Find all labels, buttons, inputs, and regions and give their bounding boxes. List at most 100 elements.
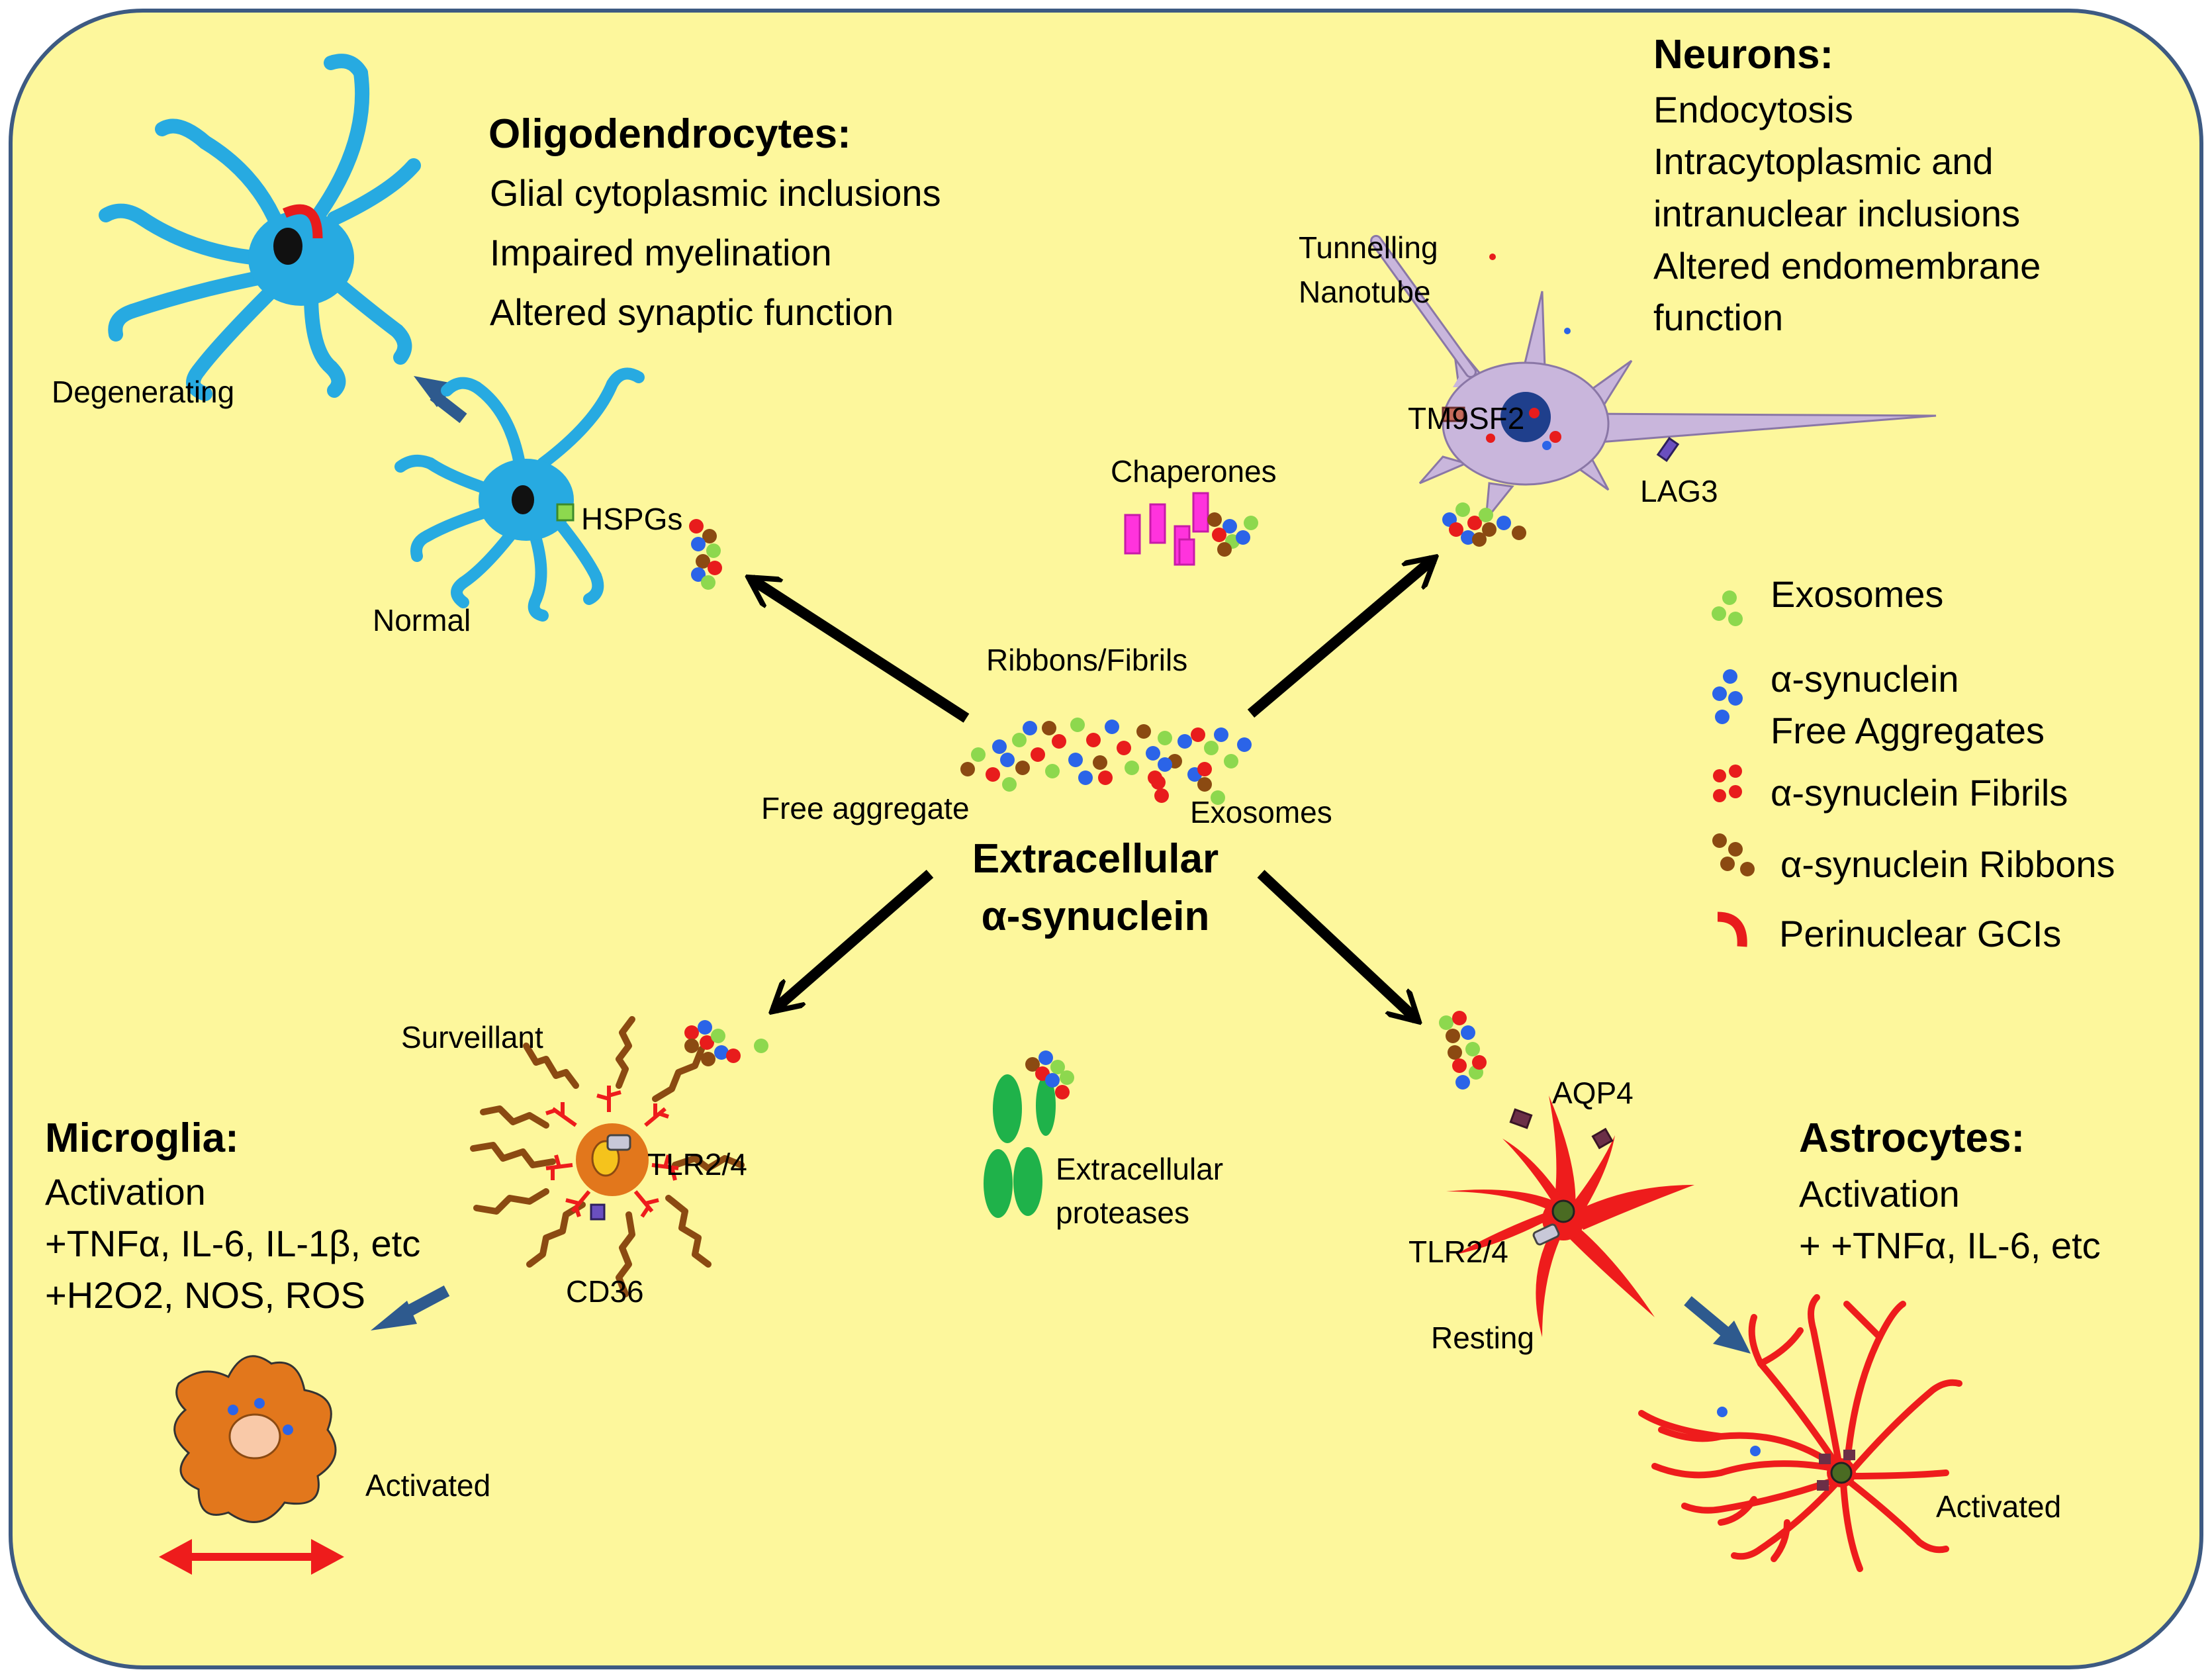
neuron-effect-1: Endocytosis: [1653, 89, 1853, 130]
free-aggregate-dot-icon: [1068, 753, 1083, 767]
hspg-receptor-icon: [556, 503, 575, 522]
free-aggregate-dot-icon: [691, 537, 706, 551]
free-aggregate-dot-icon: [698, 1020, 712, 1035]
oligodendrocyte-effect-2: Impaired myelination: [490, 232, 832, 273]
fibril-dot-icon: [1117, 741, 1131, 755]
free-aggregate-dot-icon: [1461, 530, 1475, 545]
activated-astrocyte: [1638, 1294, 1962, 1572]
legend-free-aggregates-label-2: Free Aggregates: [1771, 710, 2045, 751]
astrocyte-activation-arrow: [1684, 1296, 1751, 1354]
ribbon-dot-icon: [702, 529, 717, 543]
fibril-dot-icon: [700, 1035, 714, 1050]
free-aggregate-dot-icon: [1214, 727, 1228, 742]
free-aggregate-dot-icon: [1000, 753, 1015, 767]
fibril-dot-icon: [1151, 775, 1166, 790]
exosome-dot-icon: [1455, 502, 1470, 517]
tm9sf2-receptor-icon: [1442, 406, 1465, 422]
ribbon-dot-icon: [1093, 755, 1107, 770]
astrocyte-aqp4-receptor-icon: [1509, 1108, 1533, 1129]
exosome-dot-icon: [1012, 733, 1027, 747]
particle-cluster-center: [960, 718, 1252, 805]
exosome-dot-icon: [1045, 764, 1060, 778]
exosome-dot-icon: [711, 1029, 725, 1043]
exosome-dot-icon: [1060, 1070, 1074, 1085]
fibril-dot-icon: [1052, 734, 1066, 749]
chaperones-icon: [1124, 492, 1209, 566]
fibril-dot-icon: [1449, 522, 1463, 537]
oligodendrocyte-effect-3: Altered synaptic function: [490, 291, 894, 333]
neuron-effect-4: Altered endomembrane: [1653, 245, 2041, 287]
degenerating-label: Degenerating: [52, 375, 235, 409]
fibril-dot-icon: [1212, 528, 1226, 542]
microglia-internalized-aggregate-icon: [283, 1424, 293, 1435]
exosome-dot-icon: [971, 747, 986, 762]
resting-label: Resting: [1431, 1321, 1534, 1355]
ribbon-dot-icon: [1217, 542, 1232, 557]
nanotube-aggregate-icon: [1564, 328, 1571, 334]
exosome-dot-icon: [1158, 731, 1172, 745]
perinuclear-gci-icon: [282, 204, 323, 239]
resting-astrocyte: [1446, 1095, 1694, 1337]
astrocyte-internalized-aggregate-icon: [1750, 1446, 1761, 1456]
ribbon-dot-icon: [1512, 526, 1526, 540]
ribbon-dot-icon: [1042, 721, 1056, 735]
legend-free-aggregates-label: α-synuclein: [1771, 658, 1959, 700]
exosome-dot-icon: [1211, 790, 1225, 805]
fibril-dot-icon: [726, 1049, 741, 1063]
free-aggregate-dot-icon: [1038, 1050, 1053, 1065]
proteases-label-line2: proteases: [1056, 1195, 1190, 1230]
legend-ribbons-label: α-synuclein Ribbons: [1780, 843, 2115, 885]
exosome-dot-icon: [754, 1039, 768, 1053]
fibril-dot-icon: [1098, 770, 1113, 785]
oligodendrocyte-effect-1: Glial cytoplasmic inclusions: [490, 172, 941, 214]
proteases-label-line1: Extracellular: [1056, 1152, 1224, 1186]
hspgs-label: HSPGs: [581, 502, 683, 536]
legend-ribbon-icon: [1712, 833, 1755, 876]
neuron-nucleus: [1500, 392, 1551, 442]
neuron-cytoplasmic-aggregate-icon: [1542, 441, 1551, 450]
fibril-dot-icon: [1031, 747, 1045, 762]
astrocyte-aqp4-receptor-icon: [1591, 1127, 1614, 1150]
fibril-dot-icon: [1472, 1055, 1487, 1070]
ribbon-dot-icon: [1448, 1045, 1462, 1060]
exosome-dot-icon: [1465, 1042, 1480, 1056]
exosome-dot-icon: [1224, 754, 1238, 769]
fibril-dot-icon: [1154, 788, 1169, 803]
arrow-to-astrocytes: [1257, 870, 1416, 1019]
ribbon-dot-icon: [1015, 761, 1030, 775]
neuron-effect-3: intranuclear inclusions: [1653, 193, 2021, 234]
astrocyte-effect-2: + +TNFα, IL-6, etc: [1799, 1225, 2101, 1266]
ribbon-dot-icon: [701, 1052, 715, 1066]
fibril-dot-icon: [1467, 516, 1482, 530]
fibril-dot-icon: [1191, 727, 1205, 742]
free-aggregate-dot-icon: [1236, 530, 1250, 545]
degenerating-oligodendrocyte-body: [248, 210, 354, 306]
legend-fibrils-label: α-synuclein Fibrils: [1771, 772, 2068, 814]
legend-exosomes-label: Exosomes: [1771, 573, 1944, 615]
free-aggregate-dot-icon: [1455, 1075, 1470, 1090]
particle-cluster-chaperones: [1207, 512, 1258, 557]
fibril-dot-icon: [1452, 1011, 1467, 1025]
exosome-dot-icon: [1479, 508, 1493, 522]
exosome-dot-icon: [701, 575, 715, 590]
neuron-effect-5: function: [1653, 297, 1784, 338]
ribbon-dot-icon: [1136, 724, 1151, 739]
activated-microglia-nucleus: [228, 1413, 281, 1460]
microglia-tlr-label: TLR2/4: [647, 1147, 747, 1182]
surveillant-microglia-processes: [470, 1016, 745, 1297]
microglia-activated-label: Activated: [365, 1468, 491, 1503]
astrocytes-title: Astrocytes:: [1799, 1115, 2025, 1161]
ribbon-dot-icon: [1482, 522, 1497, 537]
free-aggregate-dot-icon: [1177, 734, 1192, 749]
free-aggregate-dot-icon: [1105, 720, 1119, 734]
exosomes-label: Exosomes: [1190, 795, 1332, 829]
aqp4-label: AQP4: [1552, 1076, 1634, 1110]
particle-cluster-microglia: [684, 1020, 768, 1066]
fibril-dot-icon: [1452, 1058, 1467, 1073]
fibril-dot-icon: [1086, 733, 1101, 747]
astrocyte-effect-1: Activation: [1799, 1173, 1960, 1215]
exosome-dot-icon: [1204, 741, 1219, 755]
activated-astrocyte-aqp4-icon: [1817, 1480, 1829, 1491]
surveillant-label: Surveillant: [401, 1020, 543, 1054]
